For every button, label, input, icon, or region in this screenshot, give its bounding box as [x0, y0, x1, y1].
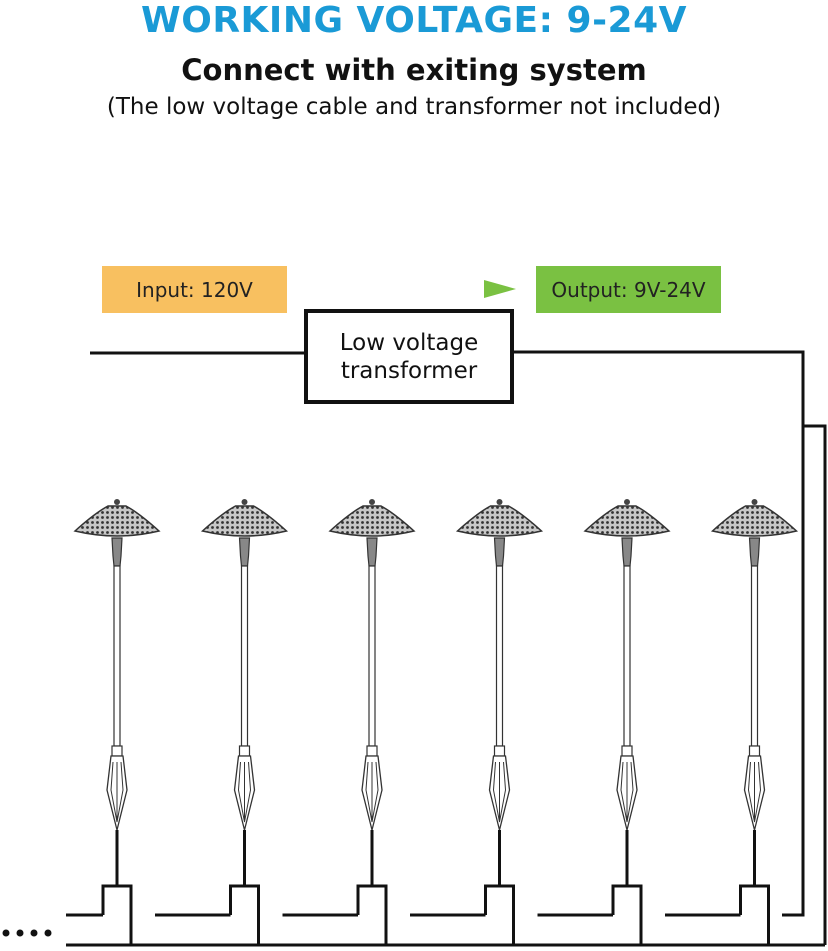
wire-connector — [66, 830, 133, 945]
input-voltage-tag: Input: 120V — [102, 266, 287, 313]
wire-connector — [665, 830, 770, 945]
arrow-right-icon — [296, 280, 516, 298]
page-subtitle: Connect with exiting system — [181, 53, 647, 87]
path-light-icon — [200, 499, 289, 831]
path-light-icon — [328, 499, 416, 831]
main-cable — [90, 350, 805, 426]
wire-connector — [155, 830, 260, 945]
return-cable — [782, 424, 827, 945]
page-title: WORKING VOLTAGE: 9-24V — [141, 0, 687, 41]
path-light-icon — [73, 499, 161, 831]
wire-connector — [282, 830, 388, 945]
transformer-label: Low voltage transformer — [339, 329, 479, 384]
wire-connector — [410, 830, 515, 945]
wire-connector — [537, 830, 643, 945]
path-light-icon — [710, 499, 799, 831]
transformer-box: Low voltage transformer — [304, 309, 514, 404]
ellipsis-dots-icon — [2, 929, 52, 937]
path-light-icon — [583, 499, 671, 831]
path-light-icon — [455, 499, 544, 831]
page-note: (The low voltage cable and transformer n… — [106, 94, 722, 120]
output-voltage-tag: Output: 9V-24V — [536, 266, 721, 313]
